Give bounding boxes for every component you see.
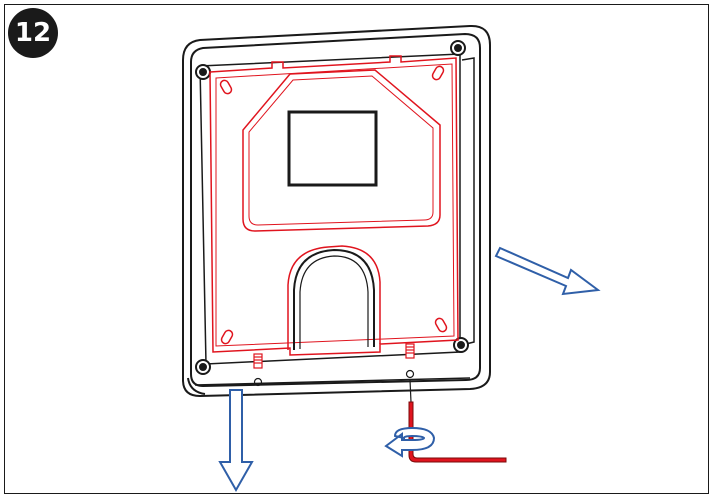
pull-right-arrow bbox=[494, 246, 601, 296]
pull-down-arrow bbox=[218, 389, 254, 493]
display-window bbox=[287, 110, 378, 187]
release-screw-icon bbox=[253, 343, 415, 369]
rotate-arrow bbox=[384, 426, 436, 458]
screw-hole-icon bbox=[253, 369, 415, 387]
corner-screw-icon bbox=[195, 40, 469, 375]
round-cover bbox=[293, 248, 375, 350]
figure-border bbox=[4, 4, 709, 494]
allen-key-icon bbox=[408, 379, 507, 463]
front-panel-highlighted bbox=[209, 55, 459, 356]
step-number-badge: 12 bbox=[8, 8, 58, 58]
